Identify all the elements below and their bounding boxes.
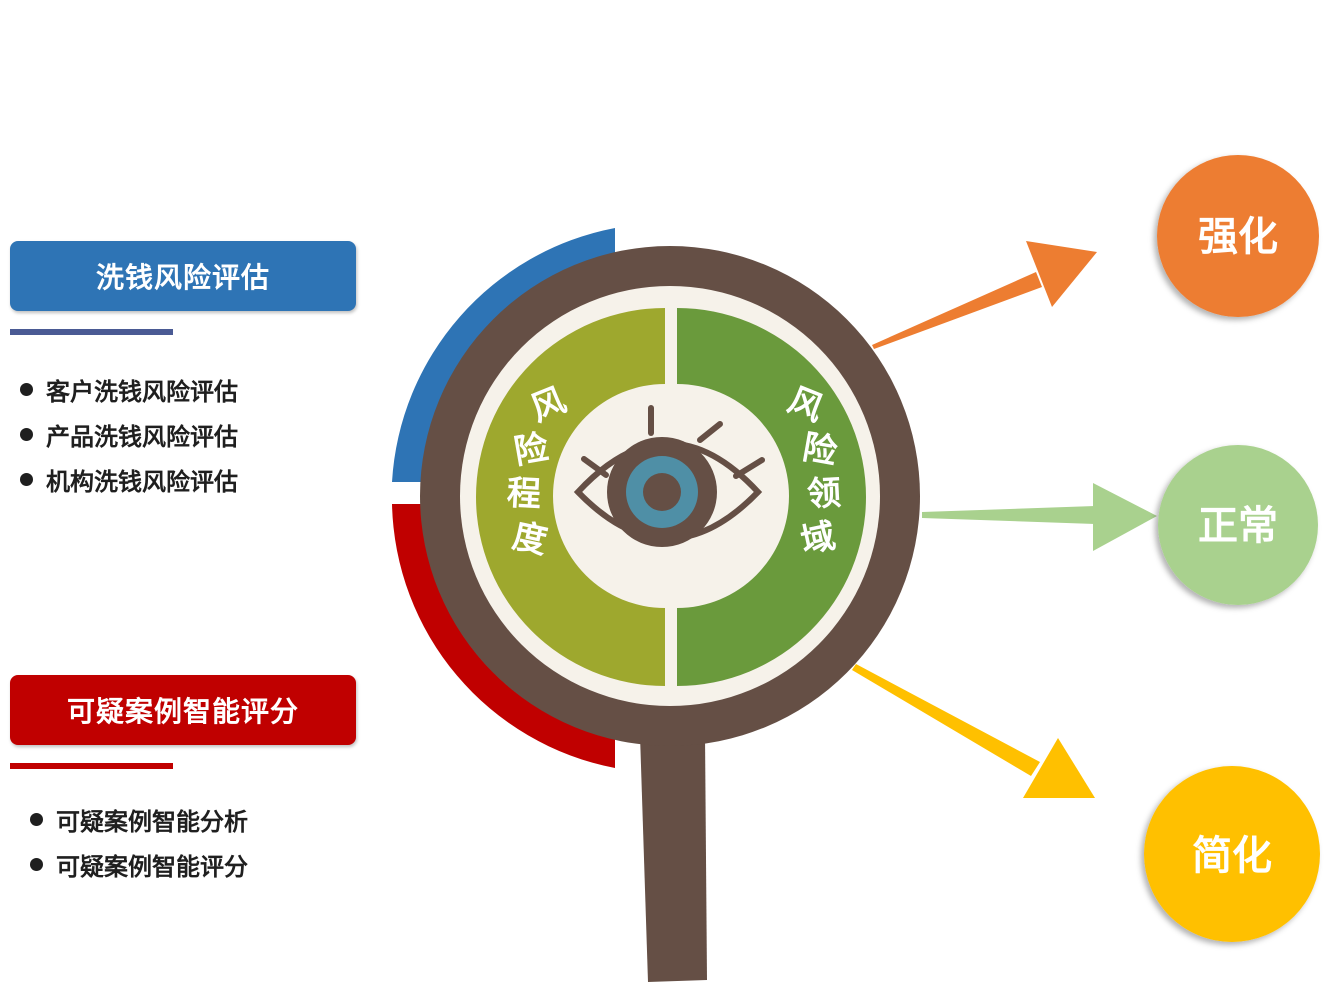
bullet-dot	[20, 473, 33, 486]
arrow-to-normal	[922, 483, 1157, 551]
arrow-to-simplify	[852, 664, 1095, 798]
arrow-to-strengthen	[872, 241, 1097, 349]
ring-label-left: 风 险 程 度	[506, 380, 572, 562]
list-item-label: 可疑案例智能分析	[56, 808, 248, 836]
ring-label-left-char: 度	[509, 516, 551, 562]
outer-arc-red	[392, 504, 615, 768]
list-item: 可疑案例智能评分	[30, 842, 248, 887]
outcome-circle-normal	[1158, 445, 1318, 605]
list-item-label: 客户洗钱风险评估	[46, 378, 238, 406]
outcome-label-normal: 正常	[1198, 503, 1278, 549]
outcome-label-simplify: 简化	[1192, 833, 1272, 879]
outer-arc-blue	[392, 228, 615, 482]
bullet-dot	[20, 383, 33, 396]
panel-header-risk-assessment: 洗钱风险评估	[10, 241, 356, 311]
list-item-label: 机构洗钱风险评估	[46, 468, 238, 496]
list-item: 产品洗钱风险评估	[20, 412, 238, 457]
ring-label-left-char: 程	[506, 473, 542, 515]
outcome-label-strengthen: 强化	[1198, 214, 1278, 260]
list-item-label: 可疑案例智能评分	[56, 853, 248, 881]
segment-right	[677, 308, 866, 686]
list-suspicious-scoring: 可疑案例智能分析 可疑案例智能评分	[30, 797, 248, 887]
panel-underline-blue	[10, 329, 173, 335]
bullet-dot	[30, 858, 43, 871]
ring-label-left-char: 险	[511, 427, 552, 472]
list-item: 客户洗钱风险评估	[20, 367, 238, 412]
list-item: 可疑案例智能分析	[30, 797, 248, 842]
list-risk-assessment: 客户洗钱风险评估 产品洗钱风险评估 机构洗钱风险评估	[20, 367, 238, 502]
ring-label-right-char: 域	[797, 516, 839, 562]
segment-left	[476, 308, 665, 686]
ring-label-right-char: 领	[806, 473, 842, 515]
outcome-circle-strengthen	[1157, 155, 1319, 317]
eye-icon	[573, 405, 765, 547]
list-item-label: 产品洗钱风险评估	[46, 423, 238, 451]
outcome-circle-simplify	[1144, 766, 1320, 942]
ring-label-right-char: 险	[800, 427, 841, 472]
panel-underline-red	[10, 763, 173, 769]
magnifier-handle	[640, 735, 707, 982]
panel-header-suspicious-scoring: 可疑案例智能评分	[10, 675, 356, 745]
ring-label-right: 风 险 领 域	[782, 380, 842, 562]
bullet-dot	[30, 813, 43, 826]
bullet-dot	[20, 428, 33, 441]
list-item: 机构洗钱风险评估	[20, 457, 238, 502]
